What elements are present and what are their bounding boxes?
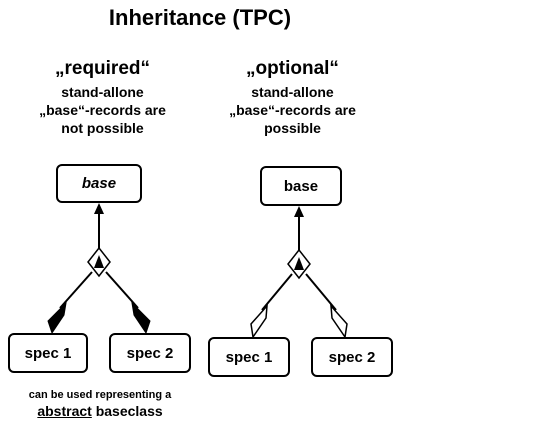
required-spec1-link <box>59 271 93 309</box>
required-desc-line-1: stand-allone <box>61 84 144 100</box>
required-spec2-link <box>105 271 139 309</box>
optional-spec1-link <box>261 273 293 311</box>
note-abstract-word: abstract <box>37 403 92 419</box>
optional-spec1-open-diamond <box>250 303 268 339</box>
optional-spec2-open-diamond <box>330 303 348 339</box>
required-spec1-filled-diamond <box>47 301 67 335</box>
optional-spec2-box: spec 2 <box>311 337 393 377</box>
optional-spec2-link <box>305 273 337 311</box>
optional-desc-line-2: „base“-records are <box>229 102 356 118</box>
abstract-note: can be used representing a abstract base… <box>0 387 200 419</box>
required-spec2-filled-diamond <box>131 301 151 335</box>
required-heading: „required“ <box>54 58 151 79</box>
optional-arrowhead <box>294 206 304 217</box>
required-inheritance-triangle <box>94 255 104 268</box>
optional-description: stand-allone „base“-records are possible <box>190 83 395 137</box>
note-line-1: can be used representing a <box>28 389 172 401</box>
diagram-title: Inheritance (TPC) <box>108 5 292 30</box>
required-spec1-box: spec 1 <box>8 333 88 373</box>
optional-base-box: base <box>260 166 342 206</box>
optional-heading: „optional“ <box>246 58 339 79</box>
optional-spec1-box: spec 1 <box>208 337 290 377</box>
note-line-2: abstract baseclass <box>0 403 200 419</box>
required-spec2-box: spec 2 <box>109 333 191 373</box>
required-base-box: base <box>56 164 142 203</box>
optional-desc-line-1: stand-allone <box>251 84 334 100</box>
required-arrowhead <box>94 203 104 214</box>
note-rest: baseclass <box>91 403 163 419</box>
optional-desc-line-3: possible <box>264 120 321 136</box>
required-desc-line-3: not possible <box>61 120 144 136</box>
required-desc-line-2: „base“-records are <box>39 102 166 118</box>
optional-inheritance-triangle <box>294 257 304 270</box>
required-description: stand-allone „base“-records are not poss… <box>0 83 205 137</box>
